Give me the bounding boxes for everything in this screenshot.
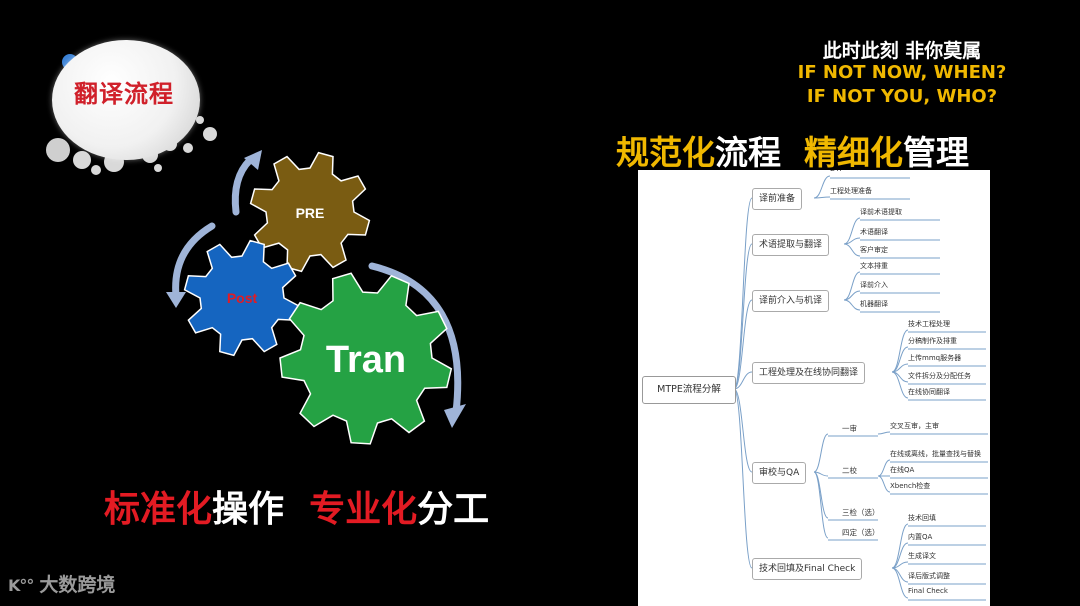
mindmap-leaf: 生成译文 <box>908 551 936 561</box>
brand-logo-text: 大数跨境 <box>39 574 115 596</box>
mindmap-branch: 审校与QA <box>752 462 806 484</box>
mindmap-leaf: 客户审定 <box>860 245 888 255</box>
mindmap-connector <box>814 434 828 472</box>
right-heading-text-1: 流程 <box>715 133 804 172</box>
slogan-english-line2: IF NOT YOU, WHO? <box>782 86 1022 107</box>
mindmap-connector <box>814 472 828 518</box>
mindmap-leaf: Final Check <box>908 587 948 595</box>
mindmap-leaf: 译前术语提取 <box>860 207 902 217</box>
mindmap-connector <box>734 389 752 568</box>
mindmap-leaf: Xbench检查 <box>890 481 930 491</box>
mindmap-leaf: 文件拆分及分配任务 <box>908 371 971 381</box>
arrow-to-pre <box>235 160 250 212</box>
mindmap-leaf: 在线QA <box>890 465 914 475</box>
mindmap-connector <box>892 372 908 398</box>
mindmap-sub-branch: 一审 <box>842 423 857 434</box>
mindmap-leaf: 译前介入 <box>860 280 888 290</box>
mindmap-branch: 技术回填及Final Check <box>752 558 862 580</box>
gear-tran-label: Tran <box>326 339 406 381</box>
mindmap-connector <box>814 472 828 538</box>
gear-pre-label: PRE <box>296 205 325 221</box>
right-heading-text-2: 管理 <box>903 133 969 172</box>
mindmap-connector <box>814 176 830 198</box>
bottom-heading-highlight-1: 标准化 <box>104 489 212 530</box>
right-heading-highlight-1: 规范化 <box>616 133 715 172</box>
mindmap-connector <box>878 432 890 434</box>
mindmap-connector <box>892 568 908 598</box>
brand-logo-icon: K°° <box>8 576 33 595</box>
mindmap-leaf: 在线协同翻译 <box>908 387 950 397</box>
mindmap-leaf: 译后版式调整 <box>908 571 950 581</box>
bottom-heading: 标准化操作 专业化分工 <box>104 480 489 532</box>
mindmap-connector <box>844 244 860 256</box>
mindmap-leaf: 工程处理准备 <box>830 186 872 196</box>
right-heading-highlight-2: 精细化 <box>804 133 903 172</box>
bottom-heading-text-1: 操作 <box>212 489 309 530</box>
mindmap-branch: 译前介入与机译 <box>752 290 829 312</box>
slogan-chinese: 此时此刻 非你莫属 <box>782 36 1022 63</box>
right-heading: 规范化流程 精细化管理 <box>616 126 969 174</box>
mindmap-connector <box>878 460 890 476</box>
mindmap-leaf: 上传mmq服务器 <box>908 353 961 363</box>
bottom-heading-text-2: 分工 <box>417 489 489 530</box>
mindmap-connector <box>892 330 908 372</box>
badge-title: 翻译流程 <box>64 74 184 109</box>
mindmap-connector <box>844 300 860 310</box>
mindmap-connector <box>734 198 752 389</box>
mindmap-leaf: 机器翻译 <box>860 299 888 309</box>
mindmap-leaf: 技术回填 <box>908 513 936 523</box>
mindmap-branch: 译前准备 <box>752 188 802 210</box>
mindmap-branch: 术语提取与翻译 <box>752 234 829 256</box>
mindmap-connector <box>892 524 908 568</box>
mindmap-leaf: 技术工程处理 <box>908 319 950 329</box>
mindmap-connector <box>844 218 860 244</box>
slogan-english-line1: IF NOT NOW, WHEN? <box>782 62 1022 83</box>
mindmap-connector <box>734 389 752 472</box>
mindmap-branch: 工程处理及在线协同翻译 <box>752 362 865 384</box>
mindmap-leaf: 交叉互审，主审 <box>890 421 939 431</box>
mindmap-root: MTPE流程分解 <box>642 376 736 404</box>
mindmap-leaf: 术语翻译 <box>860 227 888 237</box>
mindmap-sub-branch: 四定（选） <box>842 527 880 538</box>
mindmap-connector <box>892 568 908 582</box>
mindmap-sub-branch: 三检（选） <box>842 507 880 518</box>
gear-post-label: Post <box>227 290 258 306</box>
mindmap-leaf: DTP <box>830 170 844 173</box>
mindmap-connector <box>734 244 752 389</box>
mindmap-connector <box>878 476 890 492</box>
mindmap-leaf: 分稿制作及排重 <box>908 336 957 346</box>
mindmap-leaf: 在线或离线，批量查找与替换 <box>890 449 981 459</box>
mindmap-leaf: 内置QA <box>908 532 932 542</box>
bottom-heading-highlight-2: 专业化 <box>309 489 417 530</box>
brand-logo: K°° 大数跨境 <box>8 570 115 597</box>
mindmap-sub-branch: 二校 <box>842 465 857 476</box>
mindmap-leaf: 文本排重 <box>860 261 888 271</box>
